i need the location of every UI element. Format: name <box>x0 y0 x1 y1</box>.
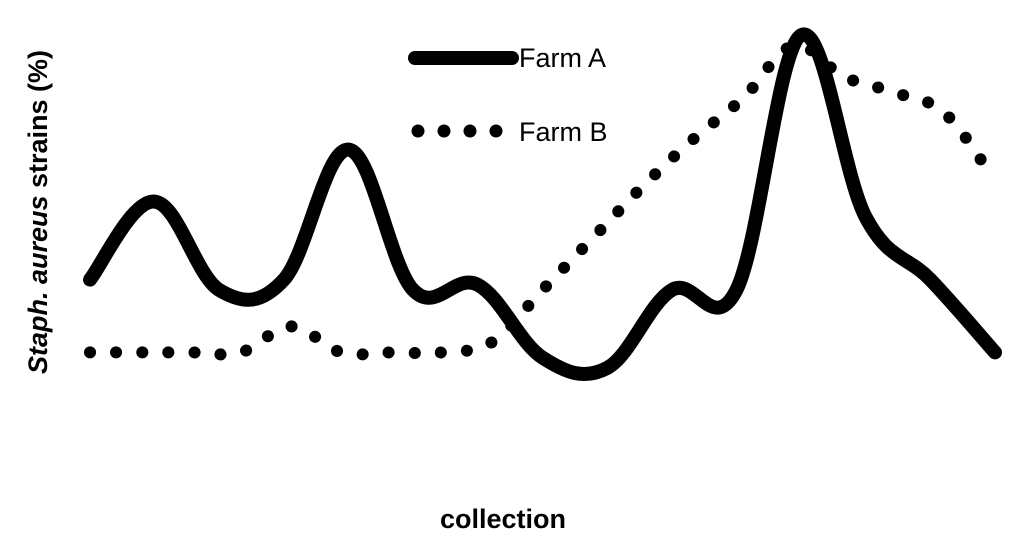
x-axis-label: collection <box>440 504 566 534</box>
data-point-farm-b-16 <box>841 74 847 80</box>
legend-swatch-farm-b <box>411 124 503 138</box>
y-axis-label-rest: strains (%) <box>23 50 53 196</box>
plot-area <box>83 27 1002 382</box>
legend-label-farm-b: Farm B <box>519 117 608 147</box>
data-point-farm-b-19 <box>992 178 998 184</box>
data-point-farm-b-12 <box>640 183 646 189</box>
series-line-farm-a <box>83 27 1002 382</box>
legend-dot-3 <box>463 124 477 138</box>
data-point-farm-b-17 <box>891 89 897 95</box>
data-point-farm-b-11 <box>590 235 596 241</box>
legend-dot-4 <box>489 124 503 138</box>
legend-dot-2 <box>437 124 451 138</box>
y-axis-label-italic: Staph. aureus <box>23 196 53 375</box>
data-point-farm-b-14 <box>741 95 747 101</box>
y-axis-label: Staph. aureus strains (%) <box>23 50 53 374</box>
legend: Farm A Farm B <box>408 43 608 147</box>
legend-label-farm-a: Farm A <box>519 43 606 73</box>
series-line-farm-b <box>84 39 1001 361</box>
legend-dot-1 <box>411 124 425 138</box>
